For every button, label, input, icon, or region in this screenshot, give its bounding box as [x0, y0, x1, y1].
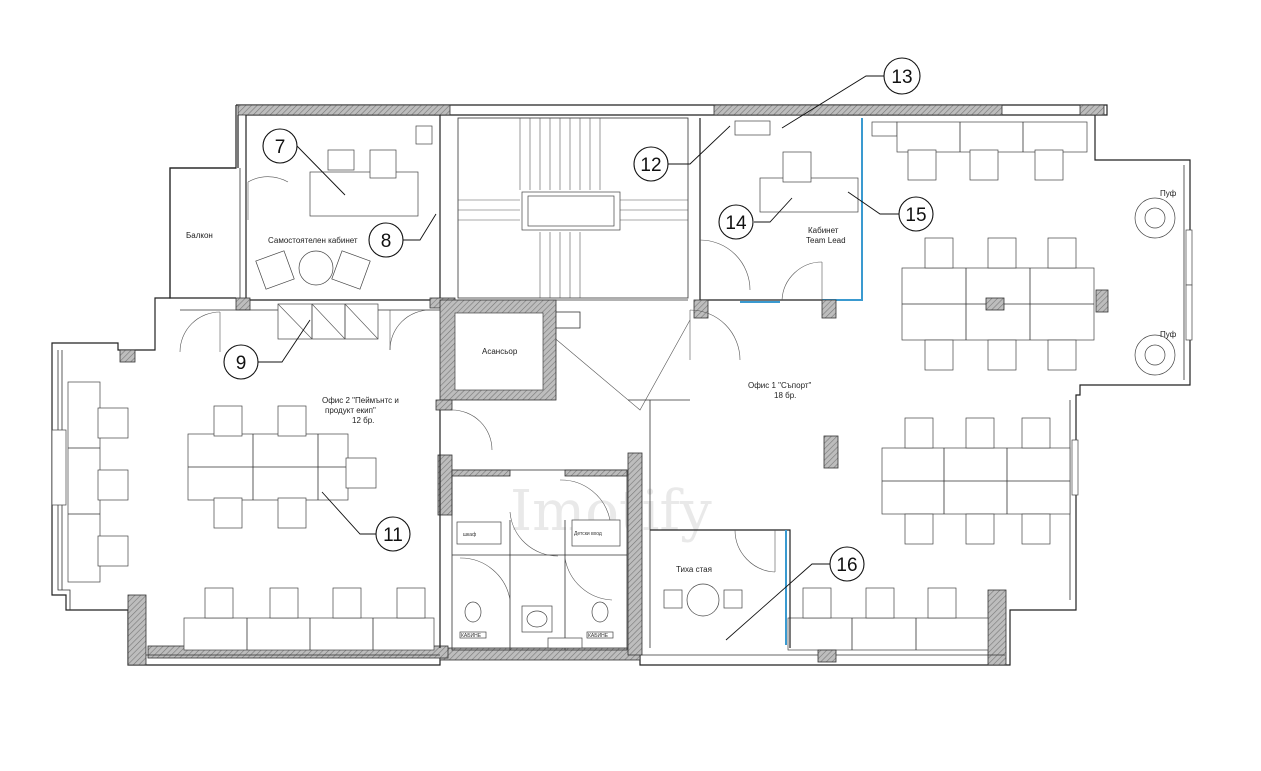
pouf-label-bottom: Пуф	[1160, 330, 1177, 339]
callout-14-label: 14	[725, 213, 747, 234]
callout-12-label: 12	[640, 155, 661, 176]
cabinet-icon	[415, 125, 433, 145]
office-2: Офис 2 "Пеймънтс и продукт екип" 12 бр.	[67, 303, 493, 651]
quiet-room-label: Тиха стая	[676, 565, 712, 574]
callout-11: 11	[321, 491, 411, 552]
outer-walls	[51, 104, 1193, 666]
office-1-bottom-desks	[787, 587, 989, 663]
callout-12: 12	[633, 125, 731, 182]
callouts: 7 8 9 11 12 13 14	[223, 57, 934, 641]
callout-16: 16	[725, 546, 865, 641]
toilet-sign-right: КАБИНЕ	[588, 633, 609, 639]
cleaning-label: Детски вход	[574, 531, 602, 537]
callout-9: 9	[223, 319, 311, 380]
team-lead-room: Кабинет Team Lead	[693, 118, 898, 319]
callout-13-label: 13	[891, 67, 912, 88]
office-1-count: 18 бр.	[774, 391, 796, 400]
team-lead-label-2: Team Lead	[806, 236, 846, 245]
office-2-count: 12 бр.	[352, 416, 374, 425]
office-1-label: Офис 1 "Съпорт"	[748, 381, 812, 390]
office-1-top-desks	[896, 121, 1088, 181]
office-2-label-2: продукт екип"	[325, 406, 376, 415]
team-lead-label-1: Кабинет	[808, 226, 839, 235]
callout-7: 7	[262, 128, 346, 196]
callout-15: 15	[847, 191, 934, 232]
callout-8-label: 8	[381, 231, 392, 252]
toilet-sign-left: КАБИНЕ	[461, 633, 482, 639]
private-office-label: Самостоятелен кабинет	[268, 236, 358, 245]
callout-13: 13	[781, 57, 921, 129]
staircase	[457, 117, 689, 329]
callout-8: 8	[368, 213, 437, 258]
elevator: Асансьор	[439, 299, 557, 401]
callout-15-label: 15	[905, 205, 926, 226]
balcony: Балкон	[169, 167, 241, 300]
wardrobe-label: шкаф	[463, 532, 476, 538]
callout-11-label: 11	[383, 525, 403, 546]
office-1: Пуф Пуф Офис 1 "Съпорт" 18 бр.	[689, 121, 1177, 663]
callout-7-label: 7	[275, 137, 286, 158]
balcony-label: Балкон	[186, 231, 213, 240]
callout-14: 14	[718, 197, 793, 240]
callout-16-label: 16	[836, 555, 857, 576]
office-2-label-1: Офис 2 "Пеймънтс и	[322, 396, 399, 405]
office-1-center-desks	[901, 237, 1109, 371]
bathroom-core: шкаф Детски вход КАБИНЕ КАБИНЕ	[437, 454, 628, 651]
elevator-label: Асансьор	[482, 347, 518, 356]
callout-9-label: 9	[236, 353, 247, 374]
pouf-label-top: Пуф	[1160, 189, 1177, 198]
office-1-lower-desks	[823, 417, 1071, 545]
